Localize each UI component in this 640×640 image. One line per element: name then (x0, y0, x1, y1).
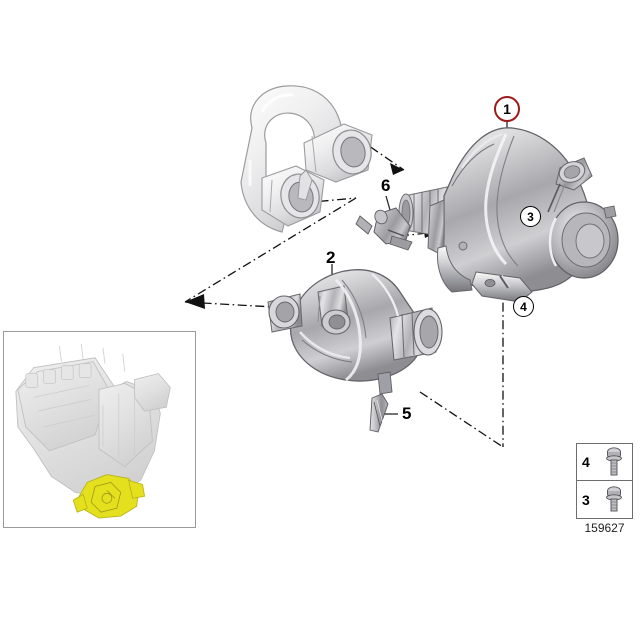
sensor-part (355, 207, 413, 251)
water-pump-part (398, 127, 619, 303)
callout-6[interactable]: 6 (381, 176, 391, 195)
legend-number: 4 (582, 454, 590, 470)
coolant-hose-part (240, 85, 373, 233)
legend-number: 3 (582, 491, 590, 508)
pump-thermostat-port (547, 157, 593, 213)
callout-4[interactable]: 4 (513, 296, 534, 317)
legend-box: 4 3 (576, 443, 633, 519)
legend-row: 4 (577, 444, 632, 481)
hex-flange-bolt-icon (596, 485, 632, 515)
hose-upper-flange (303, 123, 373, 183)
callout-5[interactable]: 5 (402, 404, 412, 423)
engine-thumbnail-art (4, 332, 195, 527)
engine-location-thumbnail (3, 331, 196, 528)
thermostat-right-outlet (389, 307, 443, 361)
hex-flange-bolt-icon (596, 447, 632, 477)
diagram-code: 159627 (584, 521, 625, 535)
legend-row: 3 (577, 481, 632, 518)
callout-2[interactable]: 2 (326, 248, 336, 267)
thermostat-top-port (317, 285, 351, 335)
highlighted-pump-region (72, 474, 146, 519)
pump-lower-flange (471, 271, 533, 303)
screw-part (369, 393, 389, 433)
callout-1[interactable]: 1 (494, 96, 520, 122)
callout-3[interactable]: 3 (520, 206, 541, 227)
thermostat-housing-part (267, 269, 443, 395)
thermostat-left-port (267, 293, 303, 333)
pump-pulley (548, 201, 619, 279)
